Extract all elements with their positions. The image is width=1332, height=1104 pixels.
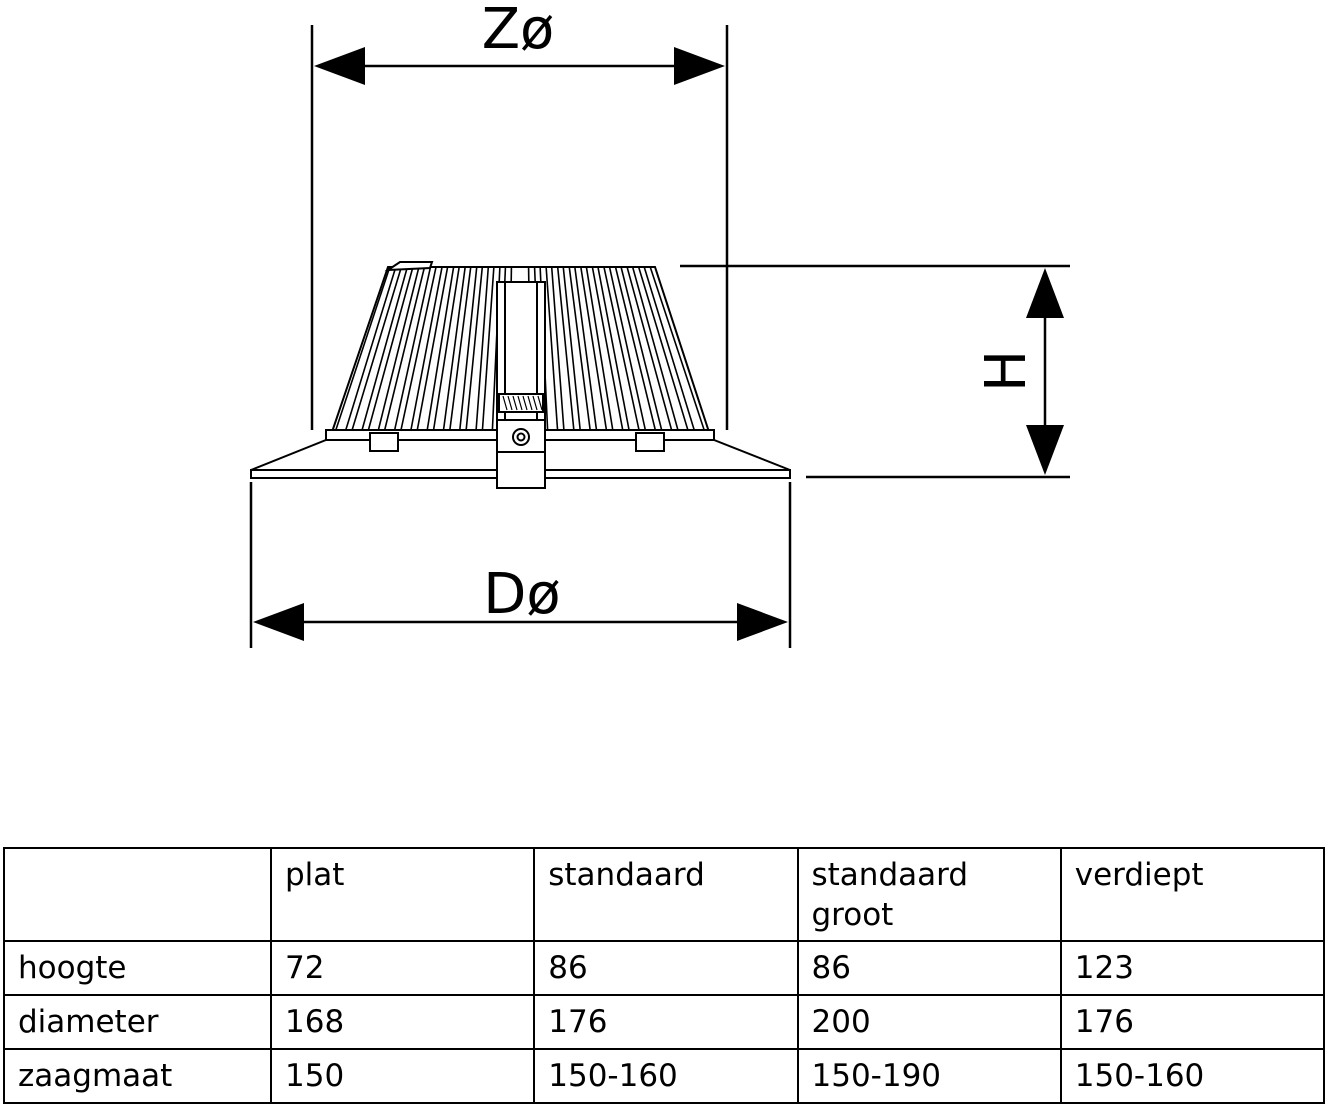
- table-cell: 176: [533, 994, 799, 1050]
- table-cell: 72: [269, 940, 536, 996]
- table-cell: 176: [1059, 994, 1326, 1050]
- heat-sink-fin: [465, 267, 484, 432]
- table-row-label: zaagmaat: [3, 1048, 272, 1104]
- heat-sink-fin: [377, 267, 420, 432]
- heat-sink-fin: [562, 267, 582, 432]
- spring-coil: [512, 395, 518, 411]
- table-header-row: plat standaard standaard groot verdiept: [3, 847, 1326, 942]
- heat-sink-fin: [458, 267, 478, 432]
- spring-coil: [537, 395, 543, 411]
- height-label: H: [974, 350, 1039, 392]
- table-cell: 150-190: [796, 1048, 1062, 1104]
- dimension-table: plat standaard standaard groot verdiept …: [3, 847, 1326, 1104]
- table-cell: 86: [533, 940, 799, 996]
- bottom-diameter-arrow-right: [737, 603, 788, 641]
- heat-sink-fin: [631, 267, 680, 432]
- bottom-diameter-dimension: [249, 482, 792, 648]
- heat-sink-fin: [344, 267, 397, 432]
- table-header-cell: standaard: [533, 847, 799, 942]
- spring-coil: [522, 395, 528, 411]
- heat-sink-fin: [556, 267, 575, 432]
- table-cell: 86: [796, 940, 1062, 996]
- heat-sink-fin: [334, 267, 391, 432]
- bottom-diameter-label: Dø: [483, 562, 560, 627]
- top-diameter-arrow-left: [314, 47, 365, 85]
- heat-sink-fin: [350, 267, 403, 432]
- table-header-cell: [3, 847, 272, 942]
- heat-sink-fin: [574, 267, 598, 432]
- heat-sink-fin: [409, 267, 443, 432]
- heat-sink-fin: [626, 267, 673, 432]
- heat-sink-fin: [416, 267, 449, 432]
- table-row: zaagmaat 150 150-160 150-190 150-160: [3, 1048, 1326, 1104]
- table-cell: 168: [269, 994, 536, 1050]
- spring-coil: [527, 395, 533, 411]
- heat-sink-fin: [643, 267, 696, 432]
- height-dimension: [680, 264, 1070, 479]
- table-row-label: hoogte: [3, 940, 272, 996]
- table-header-cell: standaard groot: [796, 847, 1062, 942]
- heat-sink-fin: [620, 267, 663, 432]
- table-header-cell: verdiept: [1059, 847, 1326, 942]
- heat-sink-fin: [481, 267, 495, 432]
- heat-sink-fin: [550, 267, 565, 432]
- heat-sink-fin: [545, 267, 559, 432]
- height-arrow-bottom: [1026, 425, 1064, 475]
- spring-coil: [502, 395, 508, 411]
- heat-sink-fin: [608, 267, 647, 432]
- table-row: hoogte 72 86 86 123: [3, 940, 1326, 996]
- table-row-label: diameter: [3, 994, 272, 1050]
- heat-sink-fin: [383, 267, 426, 432]
- heat-sink-fin: [614, 267, 657, 432]
- heat-sink-fin: [603, 267, 641, 432]
- table-cell: 150: [269, 1048, 536, 1104]
- heat-sink-fin: [475, 267, 490, 432]
- heat-sink-fin: [432, 267, 460, 432]
- spring-coil: [507, 395, 513, 411]
- heat-sink-fin: [448, 267, 472, 432]
- heat-sink-fin: [580, 267, 608, 432]
- spring-coil: [532, 395, 538, 411]
- table-row: diameter 168 176 200 176: [3, 994, 1326, 1050]
- heat-sink-fin: [426, 267, 455, 432]
- downlight-side-view: [250, 261, 791, 489]
- table-cell: 123: [1059, 940, 1326, 996]
- heat-sink-fin: [568, 267, 592, 432]
- table-cell: 150-160: [1059, 1048, 1326, 1104]
- heat-sink-fin: [585, 267, 614, 432]
- spring-coil: [517, 395, 523, 411]
- top-diameter-dimension: [310, 25, 729, 430]
- top-diameter-label: Zø: [482, 0, 555, 62]
- heat-sink-fin: [597, 267, 631, 432]
- table-cell: 200: [796, 994, 1062, 1050]
- heat-sink-fin: [649, 267, 706, 432]
- heat-sink-fin: [367, 267, 414, 432]
- heat-sink-fin: [399, 267, 437, 432]
- heat-sink-fin: [393, 267, 432, 432]
- height-arrow-top: [1026, 268, 1064, 318]
- table-cell: 150-160: [533, 1048, 799, 1104]
- heat-sink-fin: [591, 267, 624, 432]
- heat-sink-fin: [360, 267, 409, 432]
- top-diameter-arrow-right: [674, 47, 725, 85]
- heat-sink-fin: [637, 267, 690, 432]
- downlight-dimension-drawing: Zø H Dø: [249, 0, 1070, 648]
- table-header-cell: plat: [269, 847, 536, 942]
- bottom-diameter-arrow-left: [253, 603, 304, 641]
- heat-sink-fin: [442, 267, 466, 432]
